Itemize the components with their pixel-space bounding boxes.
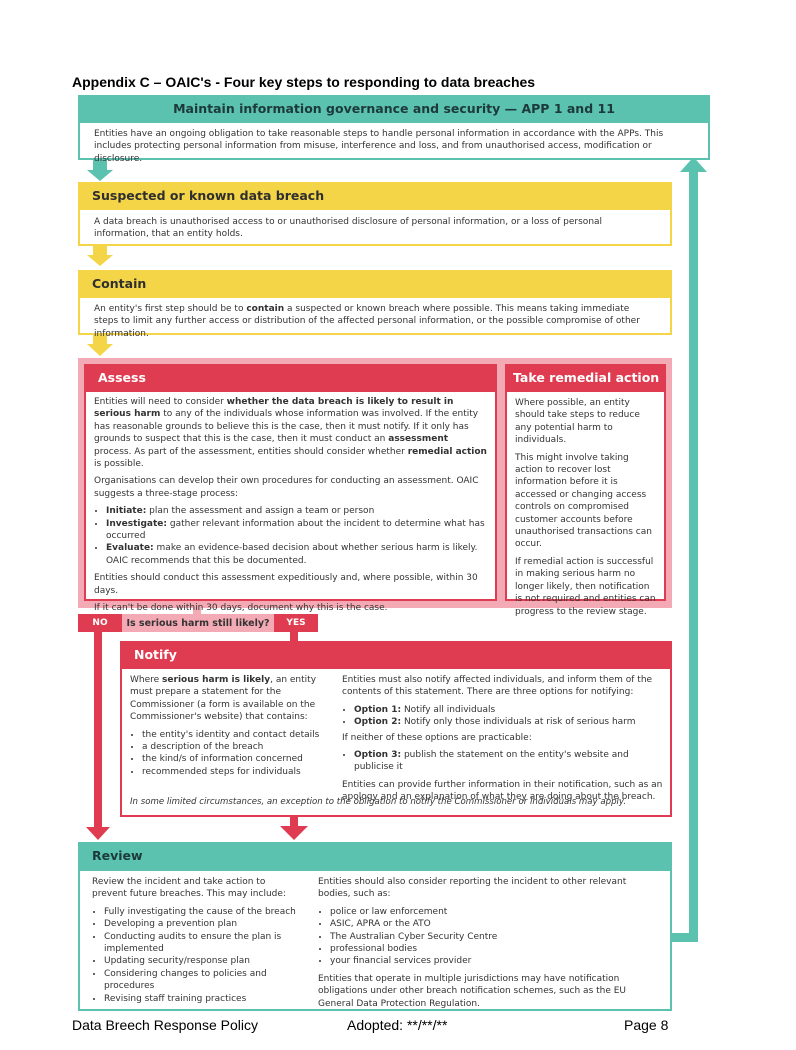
review-bodies-list: police or law enforcement ASIC, APRA or …	[318, 906, 660, 968]
list-item: your financial services provider	[330, 955, 660, 967]
page-title: Appendix C – OAIC's - Four key steps to …	[72, 74, 536, 90]
remedial-paragraph-3: If remedial action is successful in maki…	[515, 556, 656, 617]
list-item: Evaluate: make an evidence-based decisio…	[106, 542, 487, 567]
list-item: recommended steps for individuals	[142, 766, 330, 778]
list-item: Initiate: plan the assessment and assign…	[106, 505, 487, 517]
review-right-column: Entities should also consider reporting …	[318, 876, 660, 1015]
list-item: Option 1: Notify all individuals	[354, 704, 664, 716]
contain-header: Contain	[78, 270, 672, 296]
assess-header: Assess	[84, 364, 497, 390]
list-item: Developing a prevention plan	[104, 918, 302, 930]
governance-text: Entities have an ongoing obligation to t…	[94, 129, 664, 164]
contain-body: An entity's first step should be to cont…	[78, 296, 672, 339]
notify-body: Where serious harm is likely, an entity …	[120, 667, 672, 817]
review-right-paragraph-2: Entities that operate in multiple jurisd…	[318, 973, 627, 1009]
remedial-body: Where possible, an entity should take st…	[505, 390, 666, 617]
arrow-governance-to-breach	[87, 160, 113, 181]
list-item: Investigate: gather relevant information…	[106, 518, 487, 543]
footer-left: Data Breech Response Policy	[72, 1017, 258, 1033]
list-item: Revising staff training practices	[104, 993, 302, 1005]
loop-bottom	[672, 933, 698, 942]
notify-option3-list: Option 3: publish the statement on the e…	[342, 749, 664, 774]
connector-assess-to-decision	[193, 605, 201, 615]
review-left-paragraph: Review the incident and take action to p…	[92, 877, 286, 900]
arrow-breach-to-contain	[87, 245, 113, 266]
contain-text-pre: An entity's first step should be to	[94, 304, 247, 314]
assess-body: Entities will need to consider whether t…	[84, 390, 497, 613]
list-item: Conducting audits to ensure the plan is …	[104, 931, 302, 956]
governance-header: Maintain information governance and secu…	[78, 95, 710, 121]
breach-body: A data breach is unauthorised access to …	[78, 208, 672, 246]
notify-down-arrowhead	[280, 826, 308, 840]
decision-question: Is serious harm still likely?	[122, 614, 274, 632]
assess-paragraph-1: Entities will need to consider whether t…	[94, 397, 487, 470]
assess-paragraph-4: If it can't be done within 30 days, docu…	[94, 603, 388, 614]
review-actions-list: Fully investigating the cause of the bre…	[92, 906, 302, 1005]
list-item: the kind/s of information concerned	[142, 753, 330, 765]
footer-center: Adopted: **/**/**	[347, 1017, 448, 1033]
arrow-contain-to-assess	[87, 334, 113, 356]
remedial-title: Take remedial action	[513, 369, 660, 385]
breach-header: Suspected or known data breach	[78, 182, 672, 208]
loop-right	[689, 170, 698, 942]
notify-left-column: Where serious harm is likely, an entity …	[130, 674, 330, 783]
list-item: police or law enforcement	[330, 906, 660, 918]
review-right-paragraph-1: Entities should also consider reporting …	[318, 877, 627, 900]
review-body: Review the incident and take action to p…	[78, 869, 672, 1011]
review-left-column: Review the incident and take action to p…	[92, 876, 302, 1010]
notify-right-paragraph-2: If neither of these options are practica…	[342, 732, 532, 743]
assess-paragraph-3: Entities should conduct this assessment …	[94, 573, 478, 596]
notify-statement-list: the entity's identity and contact detail…	[130, 729, 330, 779]
contain-title: Contain	[92, 275, 147, 291]
contain-text-bold: contain	[246, 304, 285, 314]
assess-title: Assess	[98, 369, 146, 385]
notify-right-paragraph-3: Entities can provide further information…	[342, 779, 663, 803]
list-item: ASIC, APRA or the ATO	[330, 918, 660, 930]
list-item: a description of the breach	[142, 741, 330, 753]
list-item: Option 3: publish the statement on the e…	[354, 749, 664, 774]
notify-options-list: Option 1: Notify all individuals Option …	[342, 704, 664, 729]
breach-title: Suspected or known data breach	[92, 187, 325, 203]
list-item: Option 2: Notify only those individuals …	[354, 716, 664, 728]
no-label: NO	[78, 614, 122, 632]
yes-label: YES	[274, 614, 318, 632]
review-title: Review	[92, 848, 143, 863]
list-item: the entity's identity and contact detail…	[142, 729, 330, 741]
list-item: Considering changes to policies and proc…	[104, 968, 302, 993]
assess-stage-list: Initiate: plan the assessment and assign…	[94, 505, 487, 567]
governance-title: Maintain information governance and secu…	[173, 100, 615, 116]
yes-path-line	[290, 632, 298, 642]
loop-arrowhead	[680, 157, 707, 172]
notify-left-paragraph: Where serious harm is likely, an entity …	[130, 675, 317, 723]
no-path-line	[94, 632, 102, 828]
list-item: The Australian Cyber Security Centre	[330, 931, 660, 943]
notify-right-paragraph-1: Entities must also notify affected indiv…	[342, 675, 653, 698]
contain-text-post: a suspected or known breach where possib…	[94, 304, 640, 339]
governance-body: Entities have an ongoing obligation to t…	[78, 121, 710, 164]
review-header: Review	[78, 842, 672, 869]
list-item: Updating security/response plan	[104, 955, 302, 967]
footer-page-number: Page 8	[624, 1017, 669, 1033]
list-item: professional bodies	[330, 943, 660, 955]
remedial-paragraph-1: Where possible, an entity should take st…	[515, 398, 640, 446]
notify-title: Notify	[134, 646, 177, 662]
remedial-header: Take remedial action	[505, 364, 666, 390]
list-item: Fully investigating the cause of the bre…	[104, 906, 302, 918]
assess-paragraph-2: Organisations can develop their own proc…	[94, 476, 479, 499]
no-path-arrowhead	[86, 827, 110, 840]
notify-down-line	[290, 816, 298, 828]
breach-text: A data breach is unauthorised access to …	[94, 217, 603, 240]
notify-footnote: In some limited circumstances, an except…	[130, 797, 627, 807]
notify-right-column: Entities must also notify affected indiv…	[342, 674, 664, 809]
notify-header: Notify	[120, 641, 672, 667]
remedial-paragraph-2: This might involve taking action to reco…	[515, 452, 652, 550]
